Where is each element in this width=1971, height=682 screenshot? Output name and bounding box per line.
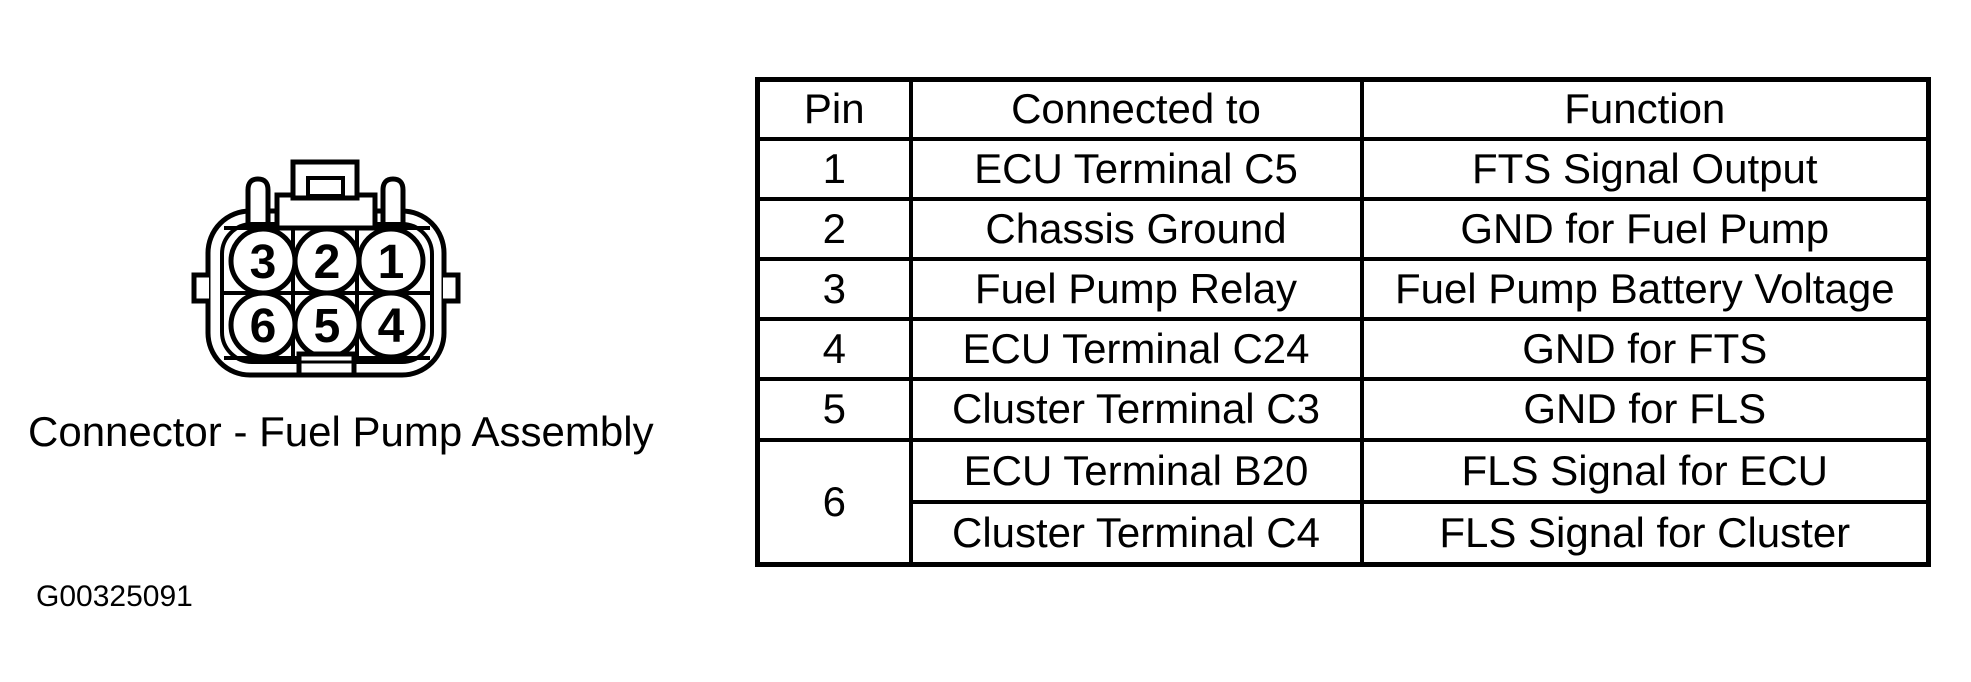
pin-cell: 1 bbox=[755, 136, 913, 201]
pin-cell: 4 bbox=[755, 316, 913, 381]
left-side-tab bbox=[191, 272, 209, 304]
connected-to-cell: Fuel Pump Relay bbox=[908, 256, 1364, 321]
header-connected-to: Connected to bbox=[908, 77, 1364, 141]
pin-number-3: 3 bbox=[250, 236, 277, 289]
function-cell: FTS Signal Output bbox=[1359, 136, 1931, 201]
connected-to-cell: ECU Terminal C24 bbox=[908, 316, 1364, 381]
connector-diagram: 3 2 1 6 5 4 bbox=[191, 159, 461, 378]
table-row: 6 ECU Terminal B20 FLS Signal for ECU bbox=[755, 437, 1931, 567]
diagram-caption: Connector - Fuel Pump Assembly bbox=[28, 408, 654, 455]
header-row: Pin Connected to Function bbox=[755, 77, 1931, 141]
pin-number-1: 1 bbox=[378, 236, 405, 289]
function-cell: FLS Signal for ECU bbox=[1359, 437, 1931, 504]
table-row: 3 Fuel Pump Relay Fuel Pump Battery Volt… bbox=[755, 256, 1931, 321]
cavity-pin-4 bbox=[356, 290, 426, 360]
pin-cell: 3 bbox=[755, 256, 913, 321]
terminal-cavities bbox=[228, 226, 426, 360]
pin-number-6: 6 bbox=[250, 300, 277, 353]
pin-number-5: 5 bbox=[314, 300, 341, 353]
pin-cell: 6 bbox=[755, 437, 913, 567]
pin-table: Pin Connected to Function 1 ECU Terminal… bbox=[755, 77, 1931, 567]
connected-to-cell: Cluster Terminal C3 bbox=[908, 376, 1364, 442]
connector-right-prong bbox=[380, 176, 406, 228]
header-function: Function bbox=[1359, 77, 1931, 141]
header-pin: Pin bbox=[755, 77, 913, 141]
bottom-index-tab bbox=[296, 351, 357, 378]
connected-to-cell: ECU Terminal C5 bbox=[908, 136, 1364, 201]
function-cell: GND for FTS bbox=[1359, 316, 1931, 381]
connected-to-cell: Cluster Terminal C4 bbox=[908, 499, 1364, 567]
connected-to-cell: Chassis Ground bbox=[908, 196, 1364, 261]
table-row: 1 ECU Terminal C5 FTS Signal Output bbox=[755, 136, 1931, 201]
connected-to-cell: ECU Terminal B20 bbox=[908, 437, 1364, 504]
function-cell: Fuel Pump Battery Voltage bbox=[1359, 256, 1931, 321]
table-row: 2 Chassis Ground GND for Fuel Pump bbox=[755, 196, 1931, 261]
table-row: 5 Cluster Terminal C3 GND for FLS bbox=[755, 376, 1931, 442]
table-row: Cluster Terminal C4 FLS Signal for Clust… bbox=[758, 499, 1931, 567]
connector-left-prong bbox=[245, 176, 271, 228]
right-side-tab bbox=[443, 272, 461, 304]
figure-code: G00325091 bbox=[36, 580, 193, 613]
pin-cell: 5 bbox=[755, 376, 913, 442]
latch-tab-slot bbox=[306, 176, 345, 198]
pin-number-4: 4 bbox=[378, 300, 405, 353]
pin-cell: 2 bbox=[755, 196, 913, 261]
function-cell: FLS Signal for Cluster bbox=[1359, 499, 1931, 567]
table-row: 4 ECU Terminal C24 GND for FTS bbox=[755, 316, 1931, 381]
function-cell: GND for FLS bbox=[1359, 376, 1931, 442]
function-cell: GND for Fuel Pump bbox=[1359, 196, 1931, 261]
pin-number-2: 2 bbox=[314, 236, 341, 289]
